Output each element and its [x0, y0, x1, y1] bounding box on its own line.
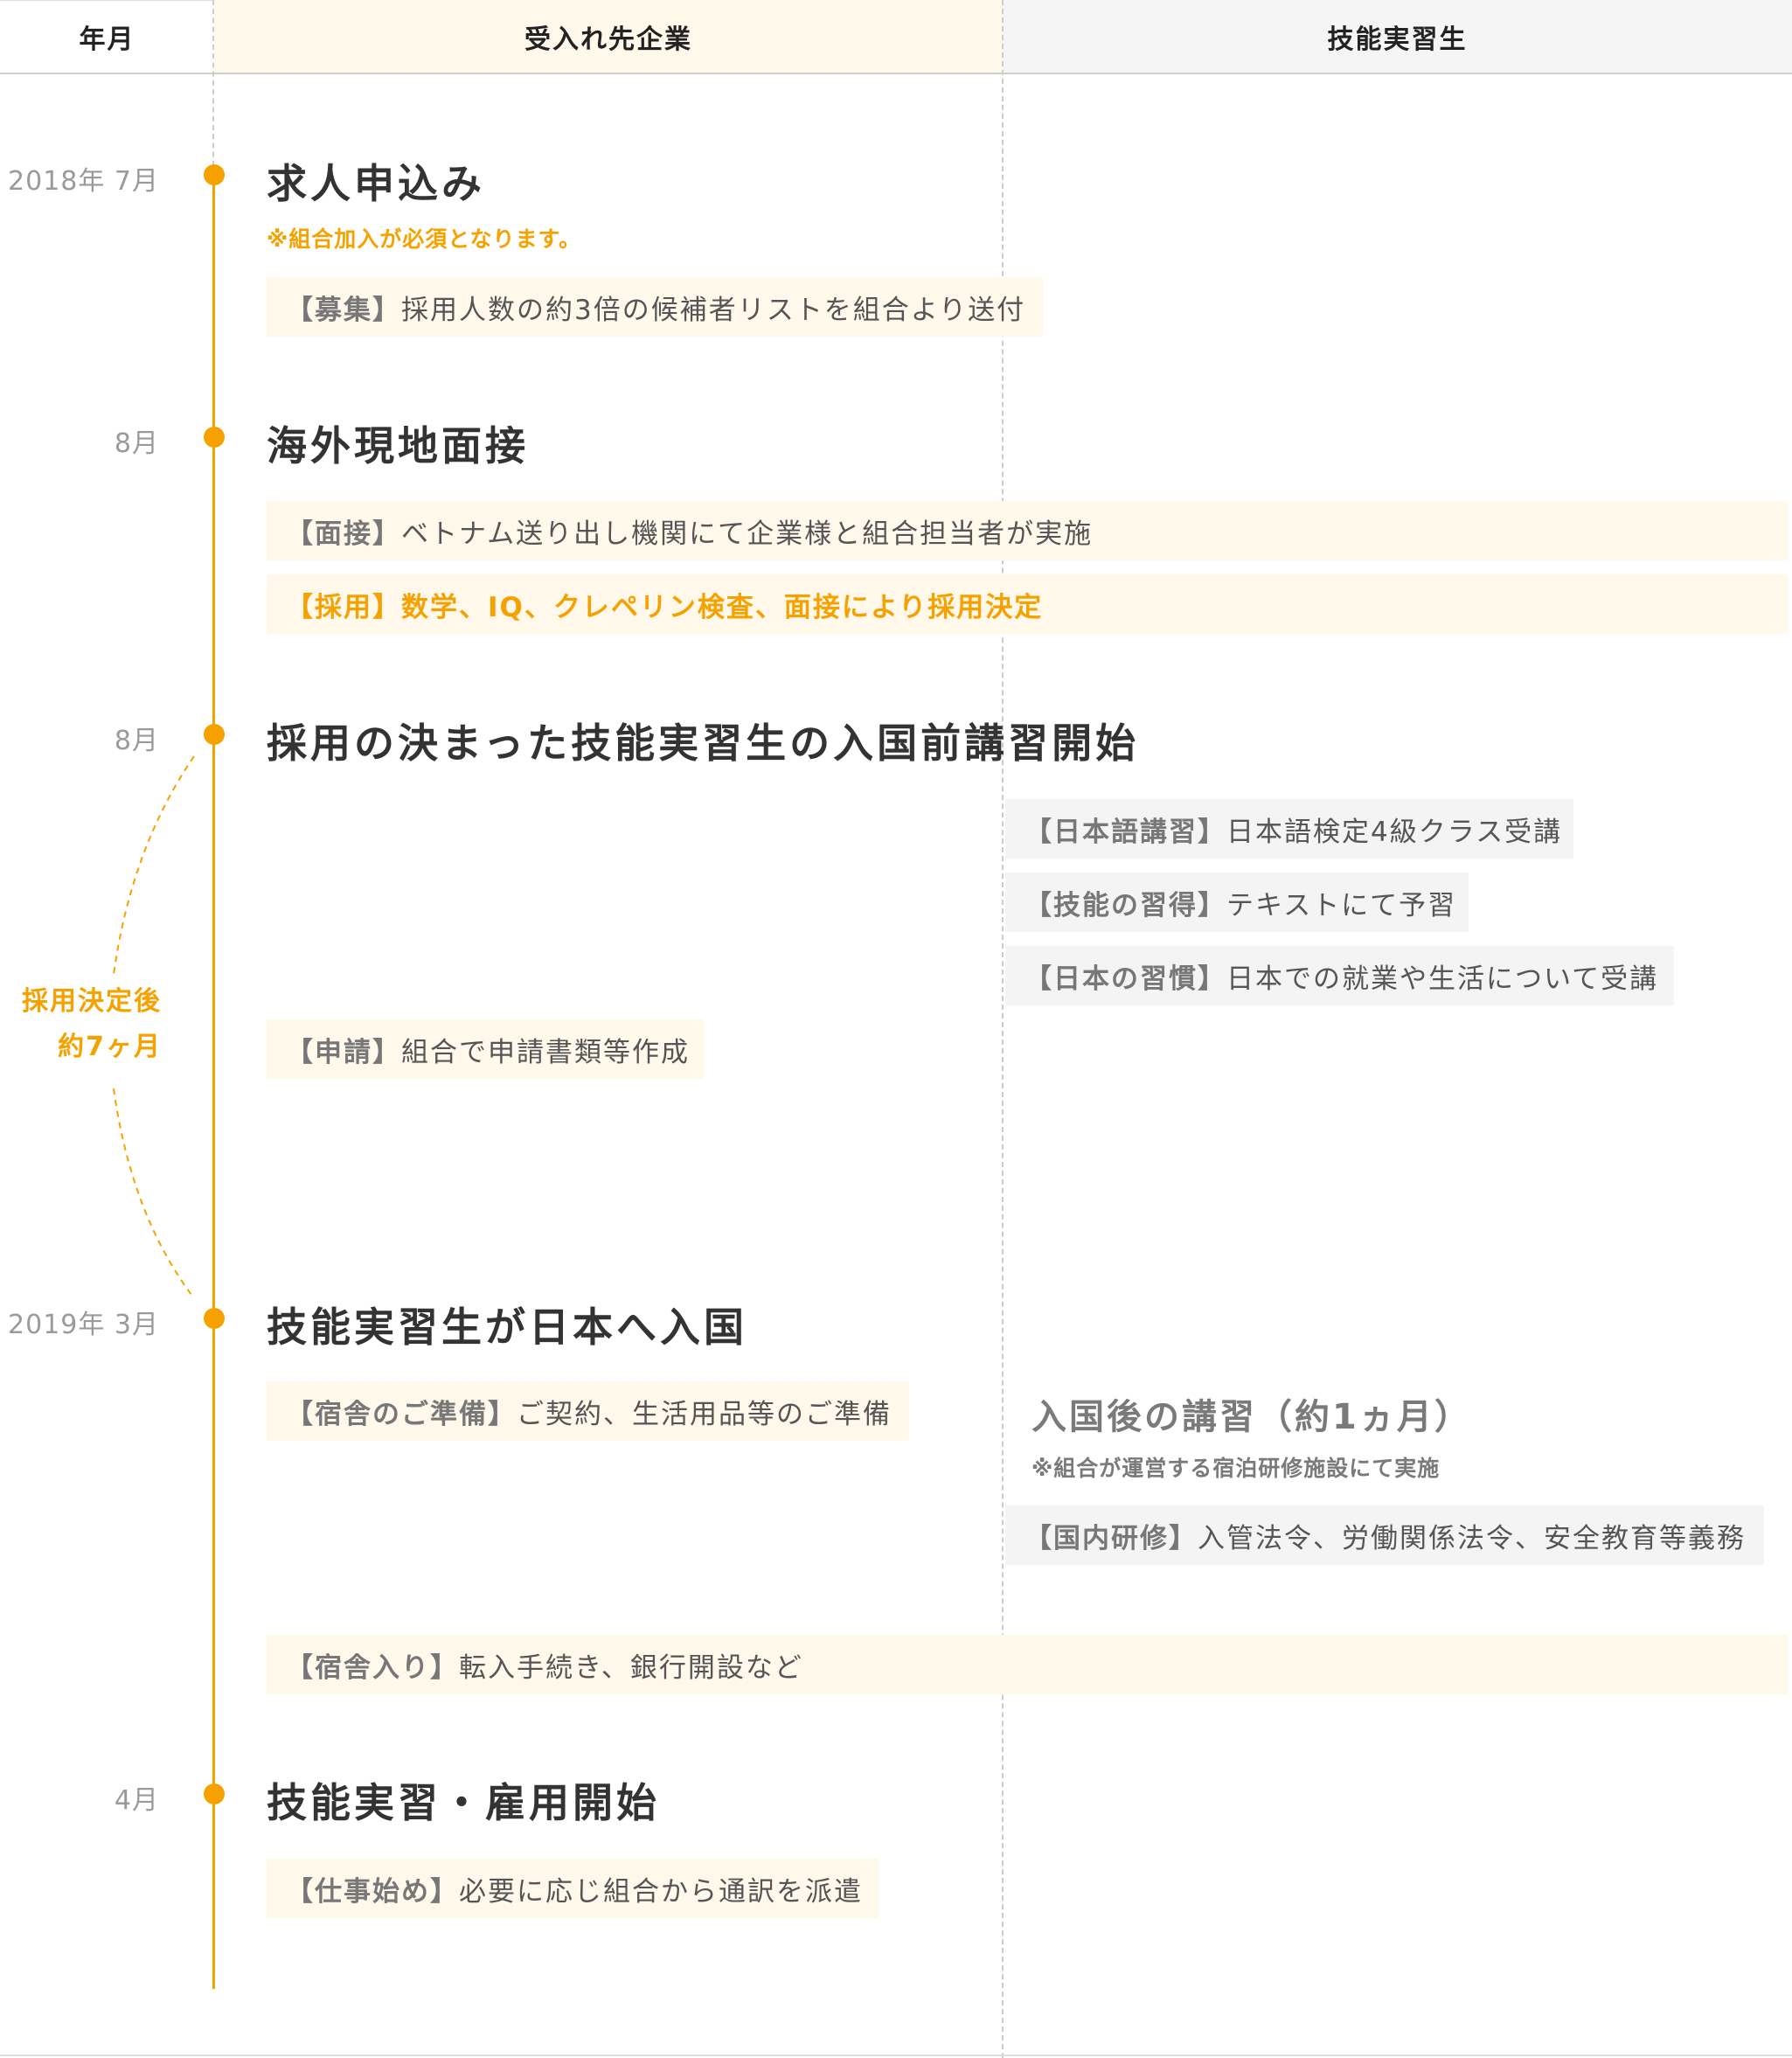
span-bracket-arc [113, 755, 195, 1299]
item-tag: 【宿舎入り】 [286, 1651, 459, 1684]
event-title: 技能実習生が日本へ入国 [267, 1304, 747, 1351]
span-label-line1: 採用決定後 [22, 986, 162, 1017]
item-tag: 【面接】 [286, 518, 401, 550]
event-title: 海外現地面接 [267, 422, 529, 469]
trainee-item: 【国内研修】入管法令、労働関係法令、安全教育等義務 [1005, 1505, 1764, 1565]
item-text: 組合で申請書類等作成 [401, 1036, 690, 1068]
item-text: テキストにて予習 [1226, 889, 1457, 921]
span-label-line2: 約7ヶ月 [58, 1032, 162, 1062]
event-note: ※組合加入が必須となります。 [267, 226, 582, 252]
item-tag: 【申請】 [286, 1036, 401, 1068]
trainee-subtitle: 入国後の講習（約1ヵ月） [1031, 1397, 1472, 1437]
item-tag: 【日本の習慣】 [1024, 963, 1226, 995]
item-text: 日本語検定4級クラス受講 [1226, 816, 1563, 848]
column-header-company: 受入れ先企業 [524, 24, 692, 55]
header-divider [0, 73, 1792, 74]
item-tag: 【日本語講習】 [1024, 816, 1226, 848]
trainee-item: 【技能の習得】テキストにて予習 [1005, 873, 1469, 932]
event-date: 8月 [114, 726, 159, 756]
trainee-column-divider [1002, 0, 1004, 2058]
item-tag: 【技能の習得】 [1024, 889, 1226, 921]
item-tag: 【国内研修】 [1024, 1522, 1198, 1554]
item-text: ベトナム送り出し機関にて企業様と組合担当者が実施 [401, 518, 1094, 550]
span-label: 採用決定後 約7ヶ月 [0, 979, 162, 1070]
event-item: 【面接】ベトナム送り出し機関にて企業様と組合担当者が実施 [267, 501, 1788, 560]
column-header-trainee: 技能実習生 [1327, 24, 1468, 55]
event-date: 4月 [114, 1785, 159, 1816]
timeline-line [212, 175, 215, 1989]
item-text: 必要に応じ組合から通訳を派遣 [459, 1875, 863, 1908]
trainee-item: 【日本の習慣】日本での就業や生活について受講 [1005, 946, 1674, 1005]
item-text: 日本での就業や生活について受講 [1226, 963, 1659, 995]
event-date: 2019年 3月 [8, 1310, 159, 1340]
event-title: 採用の決まった技能実習生の入国前講習開始 [267, 720, 1140, 767]
item-tag: 【宿舎のご準備】 [286, 1398, 517, 1430]
bottom-border [0, 2055, 1792, 2056]
event-date: 2018年 7月 [8, 166, 159, 197]
item-tag: 【募集】 [286, 294, 401, 326]
item-text: 採用人数の約3倍の候補者リストを組合より送付 [401, 294, 1026, 326]
timeline-dot [204, 427, 225, 448]
item-tag: 【仕事始め】 [286, 1875, 459, 1908]
event-item: 【募集】採用人数の約3倍の候補者リストを組合より送付 [267, 277, 1043, 337]
event-title: 求人申込み [267, 160, 485, 207]
event-date: 8月 [114, 428, 159, 459]
trainee-header-bg [1003, 0, 1792, 73]
timeline-dot [204, 724, 225, 745]
company-item: 【宿舎のご準備】ご契約、生活用品等のご準備 [267, 1381, 909, 1441]
event-title: 技能実習・雇用開始 [267, 1779, 660, 1826]
event-item: 【採用】数学、IQ、クレペリン検査、面接により採用決定 [267, 574, 1788, 634]
company-header-bg [214, 0, 1003, 73]
item-text: 転入手続き、銀行開設など [459, 1651, 803, 1684]
wide-item: 【宿舎入り】転入手続き、銀行開設など [267, 1635, 1788, 1694]
item-text: ご契約、生活用品等のご準備 [517, 1398, 892, 1430]
item-text: 数学、IQ、クレペリン検査、面接により採用決定 [401, 591, 1044, 623]
column-header-date: 年月 [79, 24, 135, 55]
timeline-dot [204, 1308, 225, 1329]
trainee-item: 【日本語講習】日本語検定4級クラス受講 [1005, 799, 1573, 859]
event-item: 【仕事始め】必要に応じ組合から通訳を派遣 [267, 1859, 879, 1918]
date-column-divider [212, 0, 214, 175]
item-tag: 【採用】 [286, 591, 401, 623]
item-text: 入管法令、労働関係法令、安全教育等義務 [1198, 1522, 1746, 1554]
timeline-dot [204, 1783, 225, 1804]
timeline-dot [204, 164, 225, 185]
company-item: 【申請】組合で申請書類等作成 [267, 1019, 704, 1079]
trainee-note: ※組合が運営する宿泊研修施設にて実施 [1031, 1456, 1441, 1481]
